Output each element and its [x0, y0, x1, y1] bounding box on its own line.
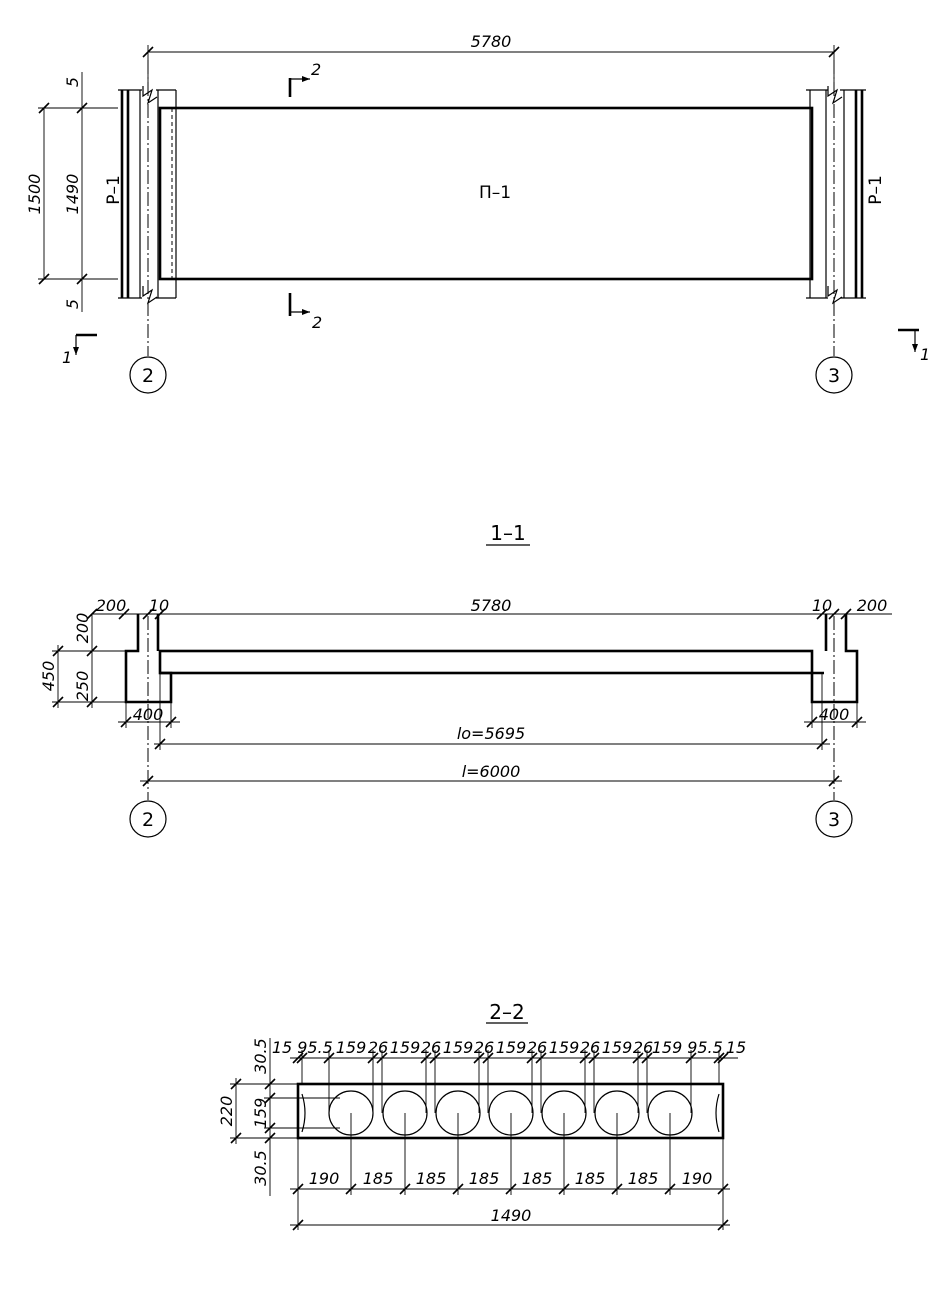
dim-label: 26 [580, 1038, 600, 1057]
s11-slab [158, 649, 814, 675]
cut-1-right: 1 [898, 328, 930, 364]
plan-width-slab-dim: 1490 [63, 174, 82, 215]
s11-axis-bubble-3: 3 [828, 809, 840, 831]
dim-label: 159 [443, 1038, 474, 1057]
dim-label: 26 [368, 1038, 388, 1057]
section-2-2-title: 2–2 [489, 1000, 524, 1024]
dim-label: 185 [363, 1169, 394, 1188]
section-2-2: 2–2 [217, 1000, 746, 1231]
s22-height-total: 220 [217, 1096, 236, 1127]
s11-bearing-left: 400 [133, 705, 164, 724]
dim-label: 95.5 [687, 1038, 723, 1057]
plan-width-total-dim: 1500 [25, 174, 44, 215]
dim-label: 185 [628, 1169, 659, 1188]
axis-bubble-3: 3 [828, 365, 840, 387]
dim-label: 190 [682, 1169, 713, 1188]
dim-label: 26 [633, 1038, 653, 1057]
beam-right-plan [806, 86, 866, 305]
cut-2-bottom: 2 [288, 293, 322, 332]
cut-2-top: 2 [288, 60, 321, 97]
s11-beam-width-left: 200 [96, 596, 127, 615]
s11-joint-left: 10 [149, 596, 169, 615]
s11-length: 5780 [471, 596, 512, 615]
dim-label: 26 [421, 1038, 441, 1057]
dim-label: 159 [602, 1038, 633, 1057]
s11-height-beam: 250 [73, 671, 92, 702]
s22-void-diameter: 159 [251, 1098, 270, 1129]
beam-mark-left: Р–1 [104, 175, 124, 205]
dim-label: 15 [726, 1038, 746, 1057]
s22-cover-top: 30.5 [251, 1038, 270, 1074]
s11-height-total: 450 [39, 661, 58, 692]
dim-label: 190 [309, 1169, 340, 1188]
s11-joint-right: 10 [812, 596, 832, 615]
dim-label: 95.5 [297, 1038, 333, 1057]
s11-span: l=6000 [462, 762, 521, 781]
s22-top-extensions [301, 1050, 720, 1113]
beam-left-plan [118, 86, 177, 305]
dim-label: 159 [496, 1038, 527, 1057]
s22-bottom-extensions [297, 1113, 724, 1230]
dim-label: 159 [549, 1038, 580, 1057]
dim-label: 15 [272, 1038, 292, 1057]
s11-clear-span: lo=5695 [457, 724, 525, 743]
section-1-1-title: 1–1 [490, 521, 525, 545]
s22-cover-bottom: 30.5 [251, 1150, 270, 1186]
cut-1-left: 1 [62, 333, 97, 367]
s11-axis-bubble-2: 2 [142, 809, 154, 831]
plan-view: 5780 П–1 Р–1 [25, 32, 930, 394]
s11-height-slab: 200 [73, 613, 92, 644]
dim-label: 159 [336, 1038, 367, 1057]
dim-label: 159 [390, 1038, 421, 1057]
beam-mark-right: Р–1 [866, 175, 886, 205]
dim-label: 2 [311, 60, 321, 79]
dim-label: 185 [575, 1169, 606, 1188]
s22-slab [296, 1082, 725, 1140]
plan-gap-top-dim: 5 [63, 77, 82, 87]
dim-label: 185 [469, 1169, 500, 1188]
s11-bearing-right: 400 [819, 705, 850, 724]
axis-bubble-2: 2 [142, 365, 154, 387]
slab-mark: П–1 [479, 183, 511, 203]
dim-label: 1 [920, 345, 930, 364]
s22-bottom-labels: 190 185 185 185 185 185 185 190 [309, 1169, 713, 1188]
s22-width: 1490 [491, 1206, 532, 1225]
dim-label: 2 [312, 313, 322, 332]
plan-gap-bottom-dim: 5 [63, 299, 82, 309]
dim-label: 1 [62, 348, 72, 367]
s22-bottom-ticks [292, 1183, 729, 1195]
s11-beam-width-right: 200 [857, 596, 888, 615]
dim-label: 159 [652, 1038, 683, 1057]
dim-label: 26 [474, 1038, 494, 1057]
dim-label: 185 [522, 1169, 553, 1188]
plan-length-dim: 5780 [471, 32, 512, 51]
s22-top-labels: 15 95.5 159 26 159 26 159 26 159 26 159 … [272, 1038, 746, 1057]
dim-label: 185 [416, 1169, 447, 1188]
dim-label: 26 [527, 1038, 547, 1057]
section-1-1: 1–1 200 10 5780 10 200 [39, 521, 892, 838]
